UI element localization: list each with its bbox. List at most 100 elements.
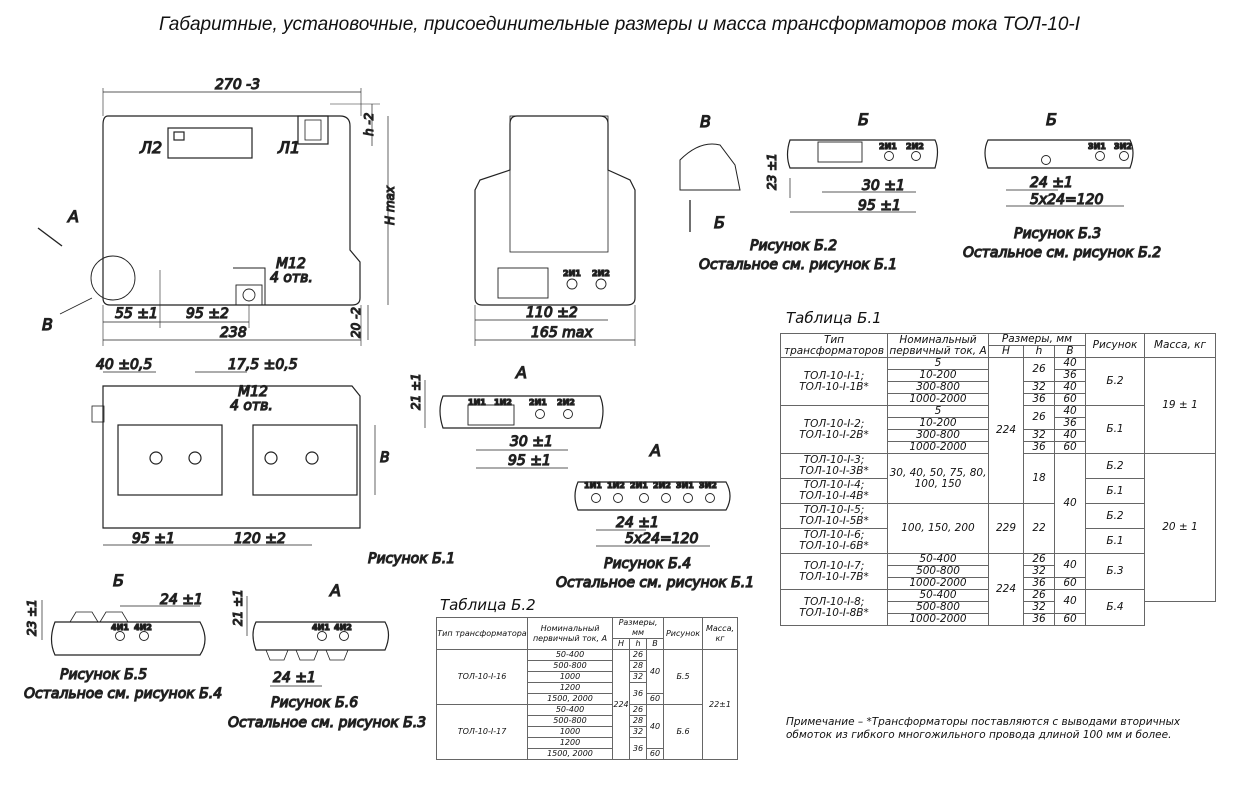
terminal-2i2-b4: 2И2 — [653, 481, 671, 490]
label-l2: Л2 — [139, 138, 162, 157]
dim-23-a: 23 ±1 — [765, 153, 779, 190]
table1-current: 50-400 — [887, 589, 989, 602]
dim-20: 20 -2 — [349, 307, 363, 338]
table1-h: 32 — [1023, 565, 1055, 578]
terminal-4i2-b6: 4И2 — [334, 623, 352, 632]
table1-H: 229 — [988, 503, 1024, 554]
table2-B: 40 — [646, 649, 664, 694]
table2-current: 500-800 — [527, 715, 613, 727]
table2-header-H: H — [612, 638, 630, 650]
table2-h: 28 — [629, 715, 647, 727]
table1-h: 26 — [1023, 589, 1055, 602]
dim-95-c: 95 ±1 — [858, 198, 901, 214]
table1-B: 36 — [1054, 417, 1086, 430]
table2-header-mass: Масса, кг — [702, 617, 738, 650]
table2-type: ТОЛ-10-I-16 — [436, 649, 528, 705]
table2-mass: 22±1 — [702, 649, 738, 760]
table1-mass: 20 ± 1 — [1144, 453, 1216, 602]
table1-h: 26 — [1023, 405, 1055, 430]
view-a-label: А — [67, 207, 79, 226]
table1-current: 5 — [887, 405, 989, 418]
table1-h: 22 — [1023, 503, 1055, 554]
table1-h: 18 — [1023, 453, 1055, 504]
table1-B: 40 — [1054, 453, 1086, 554]
table1-type: ТОЛ-10-I-3; ТОЛ-10-I-3В* — [780, 453, 888, 479]
table1-h: 32 — [1023, 381, 1055, 394]
table1-type: ТОЛ-10-I-4; ТОЛ-10-I-4В* — [780, 478, 888, 504]
terminal-4i2-b5: 4И2 — [134, 623, 152, 632]
view-bv-label-2: Б — [858, 110, 869, 129]
fig-b3-note: Остальное см. рисунок Б.2 — [963, 245, 1161, 261]
table1-h: 32 — [1023, 429, 1055, 442]
table2-header-h: h — [629, 638, 647, 650]
dim-30-b: 30 ±1 — [510, 434, 553, 450]
table1-mass: 19 ± 1 — [1144, 357, 1216, 454]
table1-header-B: B — [1054, 345, 1086, 358]
dim-4-otv-a: 4 отв. — [270, 270, 313, 286]
terminal-4i1-b6: 4И1 — [312, 623, 330, 632]
table2-current: 500-800 — [527, 660, 613, 672]
table1-h: 26 — [1023, 357, 1055, 382]
fig-b2 — [679, 139, 939, 232]
table1-current: 1000-2000 — [887, 613, 989, 626]
dim-110: 110 ±2 — [526, 305, 578, 321]
table1-current: 300-800 — [887, 381, 989, 394]
terminal-1i1-a: 1И1 — [468, 398, 486, 407]
dim-120: 120 ±2 — [234, 531, 286, 547]
view-a-label-2: А — [515, 363, 527, 382]
terminal-3i2-b3: 3И2 — [1114, 142, 1132, 151]
label-l1: Л1 — [277, 138, 300, 157]
table2-header-B: B — [646, 638, 664, 650]
dim-24-c: 24 ±1 — [160, 592, 203, 608]
terminal-1i2-b4: 1И2 — [607, 481, 625, 490]
table2-header-current: Номинальный первичный ток, А — [527, 617, 613, 650]
table1-current: 1000-2000 — [887, 441, 989, 454]
fig-a-terminals — [424, 380, 604, 469]
fig-b5-caption: Рисунок Б.5 — [60, 667, 147, 683]
view-bv-label: Б — [714, 213, 725, 232]
table1-type: ТОЛ-10-I-8; ТОЛ-10-I-8В* — [780, 589, 888, 626]
table1-header-H: H — [988, 345, 1024, 358]
fig-b6 — [246, 596, 390, 687]
table1-h: 26 — [1023, 553, 1055, 566]
table1-current: 50-400 — [887, 553, 989, 566]
table1-type: ТОЛ-10-I-2; ТОЛ-10-I-2В* — [780, 405, 888, 454]
table1-header-current: Номинальный первичный ток, А — [887, 333, 989, 358]
terminal-1i1-b4: 1И1 — [584, 481, 602, 490]
table1-type: ТОЛ-10-I-6; ТОЛ-10-I-6В* — [780, 528, 888, 554]
fig-b5-note: Остальное см. рисунок Б.4 — [24, 686, 222, 702]
table1-current: 1000-2000 — [887, 577, 989, 590]
terminal-2i2-b2: 2И2 — [906, 142, 924, 151]
table2-h: 32 — [629, 671, 647, 683]
view-a-label-3: А — [649, 441, 661, 460]
dim-40: 40 ±0,5 — [96, 357, 152, 373]
table2-h: 26 — [629, 649, 647, 661]
terminal-2i2-side: 2И2 — [592, 269, 610, 278]
terminal-3i1-b3: 3И1 — [1088, 142, 1106, 151]
table1-B: 40 — [1054, 381, 1086, 394]
view-b-label: В — [42, 315, 53, 334]
table1-B: 40 — [1054, 405, 1086, 418]
dim-23-b: 23 ±1 — [25, 599, 39, 636]
dim-b: B — [380, 450, 390, 466]
view-b-label-2: В — [700, 112, 711, 131]
table2-header-fig: Рисунок — [663, 617, 703, 650]
table1-B: 60 — [1054, 577, 1086, 590]
table2-current: 1500, 2000 — [527, 693, 613, 705]
table1-current: 30, 40, 50, 75, 80, 100, 150 — [887, 453, 989, 504]
page-title: Габаритные, установочные, присоединитель… — [159, 14, 1080, 35]
fig-b4-note: Остальное см. рисунок Б.1 — [556, 575, 754, 591]
dim-24-d: 24 ±1 — [273, 670, 316, 686]
table2-h: 36 — [629, 682, 647, 705]
dim-4-otv-b: 4 отв. — [230, 398, 273, 414]
table1-B: 60 — [1054, 613, 1086, 626]
table1-current: 500-800 — [887, 601, 989, 614]
table2-h: 28 — [629, 660, 647, 672]
dim-24-b: 24 ±1 — [616, 515, 659, 531]
table1-B: 60 — [1054, 393, 1086, 406]
dim-95-a: 95 ±2 — [186, 306, 229, 322]
table1-type: ТОЛ-10-I-7; ТОЛ-10-I-7В* — [780, 553, 888, 590]
fig-b2-note: Остальное см. рисунок Б.1 — [699, 257, 897, 273]
table1-B: 40 — [1054, 553, 1086, 578]
